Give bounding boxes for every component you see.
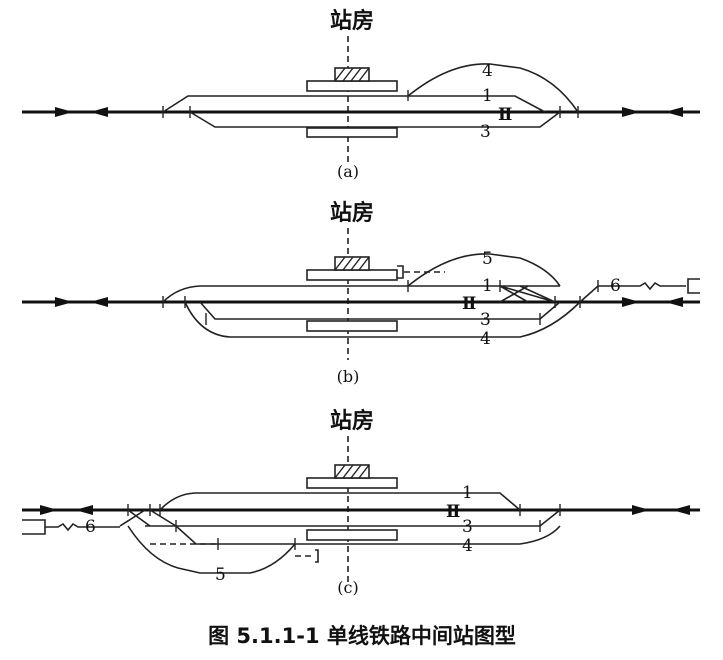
direction-arrow bbox=[622, 297, 640, 307]
direction-arrow bbox=[665, 107, 683, 117]
track-4 bbox=[175, 525, 561, 545]
track-3 bbox=[189, 111, 561, 128]
track-label-II: Ⅱ bbox=[498, 105, 512, 125]
station-building bbox=[306, 67, 398, 92]
track-1 bbox=[162, 95, 546, 113]
track-label-6: 6 bbox=[610, 276, 621, 296]
platform bbox=[306, 320, 398, 332]
track-label-4: 4 bbox=[462, 536, 473, 556]
panel-label-b: (b) bbox=[337, 367, 360, 386]
station-house-label: 站房 bbox=[330, 408, 374, 434]
track-label-1: 1 bbox=[482, 276, 493, 296]
platform bbox=[306, 127, 398, 138]
direction-arrow bbox=[55, 107, 73, 117]
track-label-5: 5 bbox=[215, 565, 226, 585]
track-label-4: 4 bbox=[480, 329, 491, 349]
siding-stub bbox=[397, 265, 404, 279]
track-6 bbox=[45, 522, 120, 532]
direction-arrow bbox=[90, 107, 108, 117]
track-5 bbox=[127, 525, 296, 574]
station-building bbox=[306, 464, 398, 489]
panel-b: 站房 bbox=[22, 200, 700, 386]
track-5 bbox=[407, 253, 561, 287]
track-label-3: 3 bbox=[480, 310, 491, 330]
direction-arrow bbox=[622, 107, 640, 117]
track-label-5: 5 bbox=[482, 249, 493, 269]
track-6 bbox=[579, 281, 686, 303]
track-4 bbox=[407, 63, 579, 113]
figure-caption: 图 5.1.1-1 单线铁路中间站图型 bbox=[208, 624, 516, 648]
crossover bbox=[119, 509, 177, 527]
direction-arrow bbox=[665, 297, 683, 307]
track-label-II: Ⅱ bbox=[446, 502, 460, 522]
track-1 bbox=[162, 285, 560, 303]
panel-c: 站房 bbox=[22, 408, 700, 597]
track-label-1: 1 bbox=[462, 483, 473, 503]
direction-arrow bbox=[672, 505, 690, 515]
track-label-3: 3 bbox=[462, 517, 473, 537]
siding-end bbox=[22, 519, 46, 535]
track-label-6: 6 bbox=[85, 517, 96, 537]
station-house-label: 站房 bbox=[330, 8, 374, 34]
track-label-II: Ⅱ bbox=[462, 294, 476, 314]
platform bbox=[306, 529, 398, 541]
track-1 bbox=[159, 492, 521, 511]
direction-arrow bbox=[75, 505, 93, 515]
track-label-4: 4 bbox=[482, 61, 493, 81]
track-4 bbox=[184, 301, 581, 338]
station-building bbox=[306, 256, 398, 281]
track-label-1: 1 bbox=[482, 86, 493, 106]
track-label-3: 3 bbox=[480, 122, 491, 142]
panel-label-c: (c) bbox=[337, 578, 358, 597]
direction-arrow bbox=[632, 505, 650, 515]
siding-end bbox=[687, 278, 700, 294]
direction-arrow bbox=[55, 297, 73, 307]
station-house-label: 站房 bbox=[330, 200, 374, 226]
direction-arrow bbox=[90, 297, 108, 307]
direction-arrow bbox=[40, 505, 58, 515]
track-3 bbox=[199, 301, 561, 320]
crossover bbox=[499, 285, 556, 303]
panel-a: 站房 4 1 Ⅱ 3 (a) bbox=[22, 8, 700, 181]
panel-label-a: (a) bbox=[337, 162, 359, 181]
siding-stub bbox=[315, 549, 319, 563]
track-3 bbox=[145, 509, 561, 527]
